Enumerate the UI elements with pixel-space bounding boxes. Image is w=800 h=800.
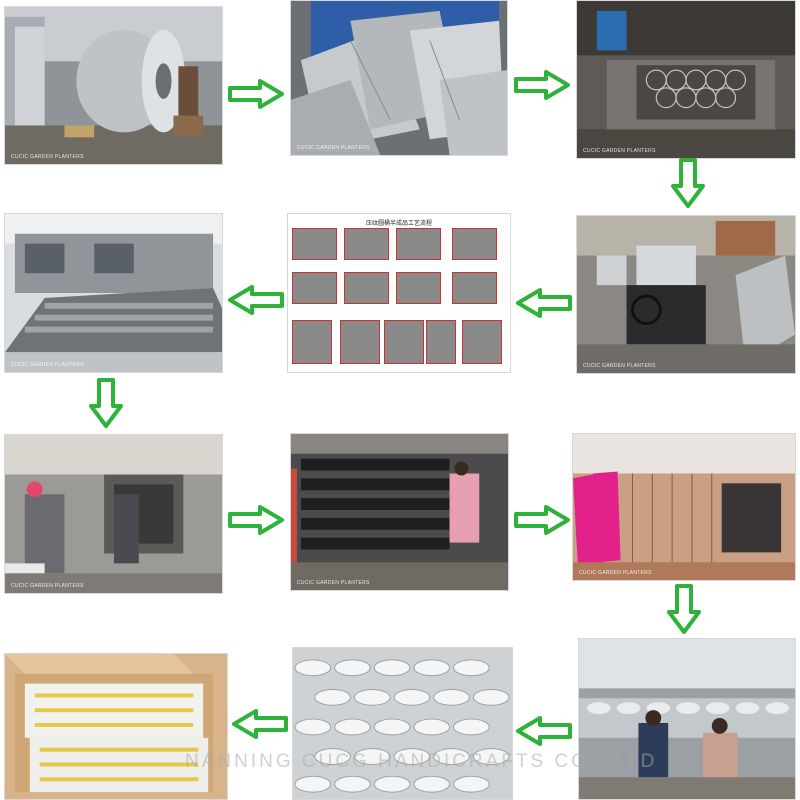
photo-spray-painting-booth: CUCIC GARDEN PLANTERS	[4, 434, 223, 594]
arrow-right-icon	[514, 70, 570, 100]
arrow-down-icon	[89, 378, 123, 428]
photo-curing-oven: CUCIC GARDEN PLANTERS	[572, 433, 796, 581]
photo-workers-packing	[578, 638, 796, 800]
photo-steel-coil: CUCIC GARDEN PLANTERS	[4, 6, 223, 165]
photo-packed-cartons	[4, 653, 228, 800]
photo-drying-racks: CUCIC GARDEN PLANTERS	[290, 433, 509, 591]
photo-watermark: CUCIC GARDEN PLANTERS	[11, 583, 84, 589]
photo-watermark: CUCIC GARDEN PLANTERS	[297, 145, 370, 151]
arrow-right-icon	[228, 79, 284, 109]
arrow-right-icon	[514, 505, 570, 535]
arrow-left-icon	[516, 288, 572, 318]
photo-watermark: CUCIC GARDEN PLANTERS	[11, 362, 84, 368]
photo-watermark: CUCIC GARDEN PLANTERS	[11, 154, 84, 160]
photo-watermark: CUCIC GARDEN PLANTERS	[579, 570, 652, 576]
arrow-left-icon	[516, 716, 572, 746]
arrow-left-icon	[232, 709, 288, 739]
arrow-left-icon	[228, 285, 284, 315]
photo-finished-white-pots	[292, 647, 513, 800]
process-flow-chart: 压纹圆桶半成品工艺流程	[287, 213, 511, 373]
photo-rolling-machine: CUCIC GARDEN PLANTERS	[576, 215, 796, 374]
company-watermark: NANNING CUCG HANDICRAFTS CO., LTD	[185, 751, 658, 772]
arrow-right-icon	[228, 505, 284, 535]
arrow-down-icon	[667, 584, 701, 634]
photo-embossing-press: CUCIC GARDEN PLANTERS	[576, 0, 796, 159]
photo-stacked-buckets-yard: CUCIC GARDEN PLANTERS	[4, 213, 223, 373]
arrow-down-icon	[671, 158, 705, 208]
photo-watermark: CUCIC GARDEN PLANTERS	[583, 363, 656, 369]
photo-watermark: CUCIC GARDEN PLANTERS	[583, 148, 656, 154]
flow-chart-title: 压纹圆桶半成品工艺流程	[365, 220, 432, 227]
photo-cut-sheets: CUCIC GARDEN PLANTERS	[290, 0, 508, 156]
photo-watermark: CUCIC GARDEN PLANTERS	[297, 580, 370, 586]
